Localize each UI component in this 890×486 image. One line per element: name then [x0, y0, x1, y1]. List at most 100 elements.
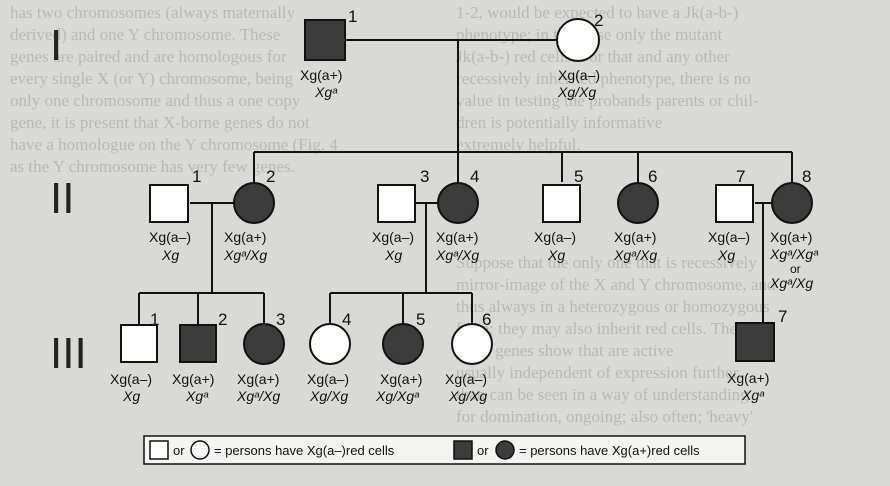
- bg-line: thus always in a heterozygous or homozyg…: [456, 297, 770, 316]
- male-affected-symbol: [304, 19, 346, 61]
- legend-open-text: = persons have Xg(a–)red cells: [214, 443, 395, 458]
- genotype-label: Xg: [717, 247, 735, 263]
- legend-open-circle-icon: [190, 440, 210, 460]
- female-affected-symbol: [437, 182, 479, 224]
- female-affected-symbol: [617, 182, 659, 224]
- individual-number: 1: [348, 7, 357, 26]
- genotype-label: Xg: [547, 247, 565, 263]
- individual-number: 1: [192, 167, 201, 186]
- phenotype-label: Xg(a+): [237, 371, 279, 387]
- legend-box: [143, 435, 746, 465]
- individual-number: 5: [574, 167, 583, 186]
- bg-line: only one chromosome and thus a one copy: [10, 91, 301, 110]
- genotype-label: Xgᵃ: [741, 387, 765, 403]
- individual-number: 2: [266, 167, 275, 186]
- male-unaffected-symbol: [149, 184, 189, 223]
- bg-text-right: 1-2, would be expected to have a Jk(a-b-…: [456, 2, 759, 156]
- genotype-alt-label: Xgᵃ/Xg: [769, 275, 813, 291]
- phenotype-label: Xg(a+): [380, 371, 422, 387]
- phenotype-label: Xg(a+): [224, 229, 266, 245]
- bg-line: than can be seen in a way of understandi…: [456, 385, 749, 404]
- phenotype-label: Xg(a+): [300, 67, 342, 83]
- legend-open-square-icon: [149, 440, 169, 460]
- genotype-label: Xg: [122, 388, 140, 404]
- generation-label-II: II: [50, 174, 74, 223]
- male-unaffected-symbol: [377, 184, 416, 223]
- phenotype-label: Xg(a+): [727, 370, 769, 386]
- individual-number: 6: [648, 167, 657, 186]
- bg-line: value in testing the probands parents or…: [456, 91, 759, 110]
- phenotype-label: Xg(a–): [445, 371, 487, 387]
- bg-text-mid: Suppose that the only one that is recess…: [456, 252, 775, 428]
- genotype-label: Xg/Xgᵃ: [375, 388, 420, 404]
- female-unaffected-symbol: [556, 18, 600, 62]
- genotype-label: Xgᵃ/Xg: [435, 247, 479, 263]
- male-unaffected-symbol: [715, 184, 754, 223]
- genotype-label: Xg: [384, 247, 402, 263]
- genotype-label: Xgᵃ: [314, 84, 338, 100]
- genotype-label: Xg/Xg: [448, 388, 487, 404]
- phenotype-label: Xg(a–): [558, 67, 600, 83]
- female-affected-symbol: [771, 182, 813, 224]
- bg-text-left: has two chromosomes (always maternally d…: [10, 2, 338, 178]
- legend-or: or: [173, 443, 185, 458]
- female-affected-symbol: [233, 182, 275, 224]
- individual-number: 6: [482, 310, 491, 329]
- genotype-label: Xgᵃ/Xg: [613, 247, 657, 263]
- bg-line: for domination, ongoing; also often; 'he…: [456, 407, 753, 426]
- legend: or = persons have Xg(a–)red cells or = p…: [143, 435, 746, 465]
- individual-number: 7: [778, 307, 787, 326]
- bg-line: every single X (or Y) chromosome, being: [10, 69, 294, 88]
- bg-line: form; they may also inherit red cells. T…: [456, 319, 738, 338]
- legend-filled-square-icon: [453, 440, 473, 460]
- bg-line: genes are paired and are homologous for: [10, 47, 287, 66]
- male-unaffected-symbol: [542, 184, 581, 223]
- bg-line: mirror-image of the X and Y chromosome, …: [456, 275, 776, 294]
- female-unaffected-symbol: [451, 323, 493, 365]
- generation-label-III: III: [50, 329, 87, 378]
- male-affected-symbol: [179, 324, 217, 363]
- bg-line: as the Y chromosome has very few genes.: [10, 157, 295, 176]
- bg-line: dren is potentially informative: [456, 113, 663, 132]
- individual-number: 7: [736, 167, 745, 186]
- bg-line: same genes show that are active: [456, 341, 674, 360]
- genotype-label: Xgᵃ/Xg: [223, 247, 267, 263]
- genotype-label: Xgᵃ/Xgᵃ: [769, 246, 819, 262]
- phenotype-label: Xg(a+): [770, 229, 812, 245]
- phenotype-label: Xg(a–): [708, 229, 750, 245]
- individual-number: 2: [594, 11, 603, 30]
- phenotype-label: Xg(a–): [372, 229, 414, 245]
- phenotype-label: Xg(a+): [436, 229, 478, 245]
- phenotype-label: Xg(a+): [172, 371, 214, 387]
- genotype-label: Xgᵃ: [185, 388, 209, 404]
- bg-line: derived) and one Y chromosome. These: [10, 25, 281, 44]
- individual-number: 8: [802, 167, 811, 186]
- genotype-label: Xg/Xg: [557, 84, 596, 100]
- legend-filled-text: = persons have Xg(a+)red cells: [519, 443, 700, 458]
- individual-number: 3: [276, 310, 285, 329]
- individual-number: 2: [218, 310, 227, 329]
- female-affected-symbol: [382, 323, 424, 365]
- bg-line: have a homologue on the Y chromosome (Fi…: [10, 135, 338, 154]
- bg-line: recessively inherited phenotype, there i…: [456, 69, 751, 88]
- legend-or: or: [477, 443, 489, 458]
- individual-number: 4: [470, 167, 479, 186]
- or-label: or: [790, 262, 801, 276]
- legend-filled-circle-icon: [495, 440, 515, 460]
- genotype-label: Xg: [161, 247, 179, 263]
- female-affected-symbol: [243, 323, 285, 365]
- bg-line: extremely helpful.: [456, 135, 581, 154]
- generation-label-I: I: [50, 21, 62, 70]
- phenotype-label: Xg(a–): [110, 371, 152, 387]
- individual-number: 4: [342, 310, 351, 329]
- bg-line: has two chromosomes (always maternally: [10, 3, 296, 22]
- phenotype-label: Xg(a–): [534, 229, 576, 245]
- pedigree-lines: [138, 39, 793, 325]
- genotype-label: Xgᵃ/Xg: [236, 388, 280, 404]
- bg-line: usually independent of expression furthe…: [456, 363, 739, 382]
- bg-line: Jk(a-b-) red cells. For that and any oth…: [456, 47, 730, 66]
- female-unaffected-symbol: [309, 323, 351, 365]
